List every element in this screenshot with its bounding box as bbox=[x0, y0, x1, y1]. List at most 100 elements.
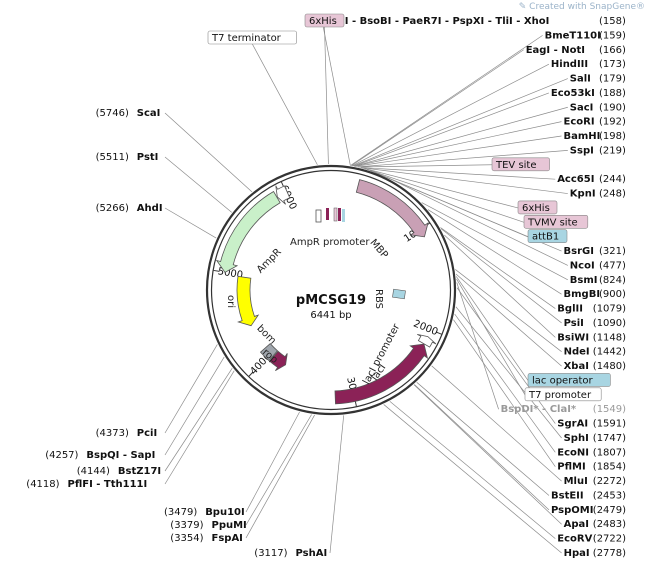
site-eco53ki[interactable]: Eco53kI bbox=[551, 88, 595, 99]
site-bspdi-clai[interactable]: BspDI* - ClaI* bbox=[501, 404, 577, 415]
site-ncoi[interactable]: NcoI bbox=[570, 260, 595, 271]
feature-tag-box bbox=[527, 373, 611, 387]
feature-ampr[interactable] bbox=[215, 190, 281, 273]
leader-line bbox=[251, 43, 318, 165]
label-ampr: AmpR bbox=[255, 247, 284, 276]
site-position: (321) bbox=[599, 246, 626, 257]
feature-mbp[interactable] bbox=[355, 179, 429, 238]
site-apai[interactable]: ApaI bbox=[564, 519, 589, 530]
site-position: (824) bbox=[599, 275, 626, 286]
site-econi[interactable]: EcoNI bbox=[557, 447, 589, 458]
site-position: (219) bbox=[599, 145, 626, 156]
site-sspi[interactable]: SspI bbox=[570, 145, 594, 156]
site-position: (3117) bbox=[254, 548, 287, 559]
site-hpai[interactable]: HpaI bbox=[564, 548, 590, 559]
site-bmet110i[interactable]: BmeT110I bbox=[545, 30, 601, 41]
site-saci[interactable]: SacI bbox=[570, 102, 594, 113]
feature-tag-t7-terminator[interactable]: T7 terminator bbox=[211, 33, 282, 44]
site-ndei[interactable]: NdeI bbox=[564, 347, 590, 358]
site-position: (179) bbox=[599, 74, 626, 85]
site-bglii[interactable]: BglII bbox=[557, 304, 583, 315]
site-bsmi[interactable]: BsmI bbox=[570, 275, 598, 286]
feature-laci-promoter[interactable] bbox=[417, 333, 437, 348]
site-position: (4373) bbox=[96, 428, 129, 439]
site-bspqi-sapi[interactable]: BspQI - SapI bbox=[86, 450, 155, 461]
feature-laci[interactable] bbox=[334, 343, 429, 405]
mcs-marker-2 bbox=[338, 208, 341, 221]
leader-line bbox=[164, 356, 225, 456]
leader-line bbox=[455, 276, 529, 381]
site-position: (3354) bbox=[170, 533, 203, 544]
site-ecori[interactable]: EcoRI bbox=[564, 117, 595, 128]
site-scai[interactable]: ScaI bbox=[137, 108, 161, 119]
leader-line bbox=[421, 202, 568, 281]
label-ori: ori bbox=[225, 295, 236, 308]
site-mlui[interactable]: MluI bbox=[564, 476, 588, 487]
site-acc65i[interactable]: Acc65I bbox=[557, 174, 594, 185]
site-eagi-noti[interactable]: EagI - NotI bbox=[526, 45, 585, 56]
leader-line bbox=[321, 20, 351, 166]
feature-tag-6xhis[interactable]: 6xHis bbox=[522, 203, 550, 214]
leader-line bbox=[414, 384, 550, 511]
site-bpu10i[interactable]: Bpu10I bbox=[205, 507, 245, 518]
leader-line bbox=[245, 414, 312, 526]
site-pflmi[interactable]: PflMI bbox=[557, 462, 585, 473]
site-sphi[interactable]: SphI bbox=[564, 433, 589, 444]
site-position: (188) bbox=[599, 88, 626, 99]
site-hindiii[interactable]: HindIII bbox=[551, 59, 588, 70]
feature-rop[interactable] bbox=[269, 350, 288, 372]
site-bamhi[interactable]: BamHI bbox=[564, 131, 601, 142]
site-sgrai[interactable]: SgrAI bbox=[557, 419, 588, 430]
site-kpni[interactable]: KpnI bbox=[570, 189, 596, 200]
site-position: (1148) bbox=[593, 332, 626, 343]
site-position: (4257) bbox=[45, 450, 78, 461]
backbone-outer-ring bbox=[205, 164, 457, 416]
site-position: (173) bbox=[599, 59, 626, 70]
feature-ori[interactable] bbox=[236, 275, 260, 327]
site-bmgbi[interactable]: BmgBI bbox=[564, 289, 601, 300]
tick-mark bbox=[213, 269, 220, 272]
leader-line bbox=[245, 411, 300, 513]
site-xbai[interactable]: XbaI bbox=[564, 361, 589, 372]
site-ecorv[interactable]: EcoRV bbox=[557, 534, 592, 545]
site-position: (2453) bbox=[593, 490, 626, 501]
site-psti[interactable]: PstI bbox=[137, 152, 159, 163]
feature-bom[interactable] bbox=[259, 343, 279, 362]
feature-tag-tvmv-site[interactable]: TVMV site bbox=[527, 217, 578, 228]
site-pflfi-tth111i[interactable]: PflFI - Tth111I bbox=[68, 479, 148, 490]
feature-tag-6xhis[interactable]: 6xHis bbox=[309, 16, 337, 27]
site-sali[interactable]: SalI bbox=[570, 74, 591, 85]
site-pcii[interactable]: PciI bbox=[137, 428, 157, 439]
feature-tag-lac-operator[interactable]: lac operator bbox=[532, 375, 593, 386]
site-bsrgi[interactable]: BsrGI bbox=[564, 246, 594, 257]
t7-terminator-marker bbox=[315, 209, 322, 223]
site-bsteii[interactable]: BstEII bbox=[551, 490, 584, 501]
site-position: (244) bbox=[599, 174, 626, 185]
feature-tag-box bbox=[517, 200, 558, 215]
site-ppumi[interactable]: PpuMI bbox=[212, 520, 247, 531]
site-position: (1854) bbox=[593, 462, 626, 473]
feature-ampr-promoter[interactable] bbox=[275, 185, 291, 205]
leader-line bbox=[360, 167, 556, 180]
site-position: (1090) bbox=[593, 318, 626, 329]
site-ahdi[interactable]: AhdI bbox=[137, 203, 163, 214]
feature-tag-tev-site[interactable]: TEV site bbox=[495, 160, 537, 171]
feature-tag-t7-promoter[interactable]: T7 promoter bbox=[528, 390, 592, 401]
rbs-marker bbox=[392, 288, 406, 300]
site-avai-bsobi-paer7i-pspxi-tlii-xhoi[interactable]: AvaI - BsoBI - PaeR7I - PspXI - TliI - X… bbox=[324, 16, 549, 27]
feature-tag-box bbox=[523, 214, 589, 229]
site-position: (1079) bbox=[593, 304, 626, 315]
site-position: (5746) bbox=[96, 108, 129, 119]
site-position: (1442) bbox=[593, 347, 626, 358]
site-bsiwi[interactable]: BsiWI bbox=[557, 332, 589, 343]
feature-tag-box bbox=[207, 30, 297, 45]
site-fspai[interactable]: FspAI bbox=[212, 533, 243, 544]
site-psii[interactable]: PsiI bbox=[564, 318, 584, 329]
feature-tag-box bbox=[527, 229, 568, 243]
label-ampr-promoter: AmpR promoter bbox=[290, 237, 370, 248]
site-pspomi[interactable]: PspOMI bbox=[551, 505, 593, 516]
site-bstz17i[interactable]: BstZ17I bbox=[118, 466, 161, 477]
leader-line bbox=[164, 207, 217, 239]
feature-tag-attb1[interactable]: attB1 bbox=[532, 232, 559, 243]
site-pshai[interactable]: PshAI bbox=[296, 548, 328, 559]
